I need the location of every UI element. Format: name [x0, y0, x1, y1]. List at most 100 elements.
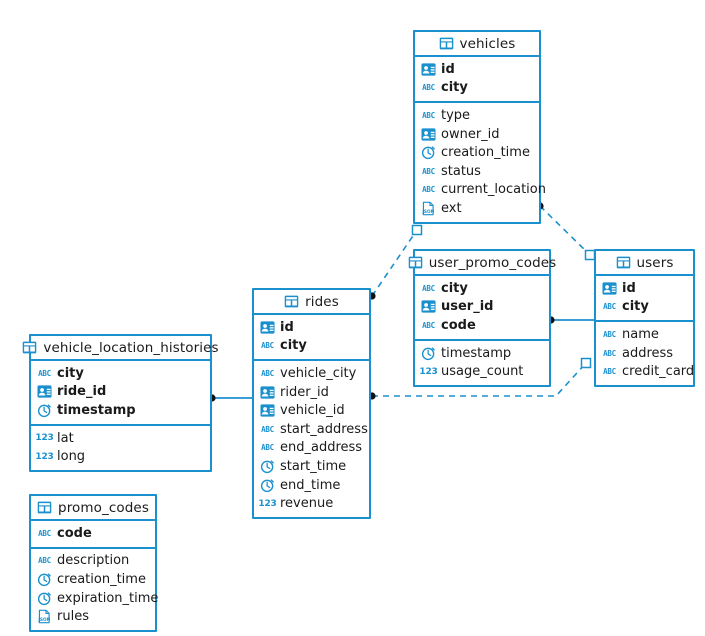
column-name: status — [441, 163, 481, 179]
table-header-rides[interactable]: rides — [254, 290, 369, 315]
clock-icon — [421, 346, 436, 361]
clock-icon — [37, 572, 52, 587]
table-header-vehicles[interactable]: vehicles — [415, 32, 539, 57]
table-header-vehicle_location_histories[interactable]: vehicle_location_histories — [23, 336, 219, 361]
column-name: id — [280, 319, 294, 335]
column-name: start_time — [280, 458, 347, 474]
column-name: usage_count — [441, 364, 524, 380]
column-name: city — [280, 338, 307, 354]
abc-icon: ABC — [603, 367, 616, 377]
column-name: code — [441, 317, 476, 333]
column-name: vehicle_id — [280, 403, 345, 419]
column-name: creation_time — [441, 145, 530, 161]
abc-icon: ABC — [422, 320, 435, 330]
relationship-upc-to-users[interactable] — [547, 316, 594, 324]
table-title: vehicle_location_histories — [43, 339, 219, 356]
column-row[interactable]: rider_id — [254, 383, 369, 402]
clock-icon — [37, 403, 52, 418]
column-row[interactable]: expiration_time — [31, 589, 158, 608]
column-row[interactable]: ABC credit_card — [596, 362, 695, 381]
relationship-line — [539, 205, 591, 256]
primary-key-column-row[interactable]: id — [254, 318, 369, 337]
primary-key-column-row[interactable]: timestamp — [31, 401, 210, 420]
column-name: ext — [441, 200, 462, 216]
table-icon — [284, 294, 299, 309]
column-row[interactable]: creation_time — [415, 143, 539, 162]
column-row[interactable]: owner_id — [415, 125, 539, 144]
primary-key-column-row[interactable]: id — [415, 60, 539, 79]
column-name: rider_id — [280, 384, 329, 400]
column-name: id — [622, 280, 636, 296]
id-card-icon — [260, 320, 275, 335]
column-name: user_id — [441, 299, 494, 315]
abc-icon: ABC — [603, 302, 616, 312]
column-name: current_location — [441, 182, 546, 198]
id-card-icon — [260, 403, 275, 418]
column-row[interactable]: timestamp — [415, 344, 549, 363]
table-header-promo_codes[interactable]: promo_codes — [31, 496, 155, 521]
column-row[interactable]: start_time — [254, 457, 369, 476]
primary-key-column-row[interactable]: user_id — [415, 298, 549, 317]
svg-text:JSON: JSON — [421, 209, 434, 215]
123-icon: 123 — [258, 498, 277, 509]
table-title: users — [636, 254, 674, 271]
column-name: owner_id — [441, 126, 500, 142]
table-icon — [22, 340, 37, 355]
abc-icon: ABC — [261, 443, 274, 453]
table-header-user_promo_codes[interactable]: user_promo_codes — [408, 251, 556, 276]
abc-icon: ABC — [38, 528, 51, 538]
primary-key-column-row[interactable]: ABC code — [415, 316, 549, 335]
primary-key-column-row[interactable]: id — [596, 279, 693, 298]
column-name: name — [622, 326, 659, 342]
column-row[interactable]: JSON ext — [415, 199, 539, 218]
column-name: rules — [57, 609, 89, 625]
table-header-users[interactable]: users — [596, 251, 693, 276]
123-icon: 123 — [35, 433, 54, 444]
abc-icon: ABC — [603, 329, 616, 339]
primary-key-column-row[interactable]: ride_id — [31, 383, 210, 402]
column-name: city — [441, 80, 468, 96]
column-name: lat — [57, 430, 74, 446]
id-card-icon — [421, 299, 436, 314]
column-row[interactable]: vehicle_id — [254, 401, 369, 420]
table-icon — [439, 36, 454, 51]
column-name: creation_time — [57, 571, 146, 587]
column-row[interactable]: creation_time — [31, 570, 155, 589]
column-row[interactable]: ABC name — [596, 325, 693, 344]
relationship-vlh-to-rides[interactable] — [208, 394, 252, 402]
column-name: credit_card — [622, 364, 695, 380]
column-row[interactable]: end_time — [254, 476, 369, 495]
column-name: id — [441, 61, 455, 77]
